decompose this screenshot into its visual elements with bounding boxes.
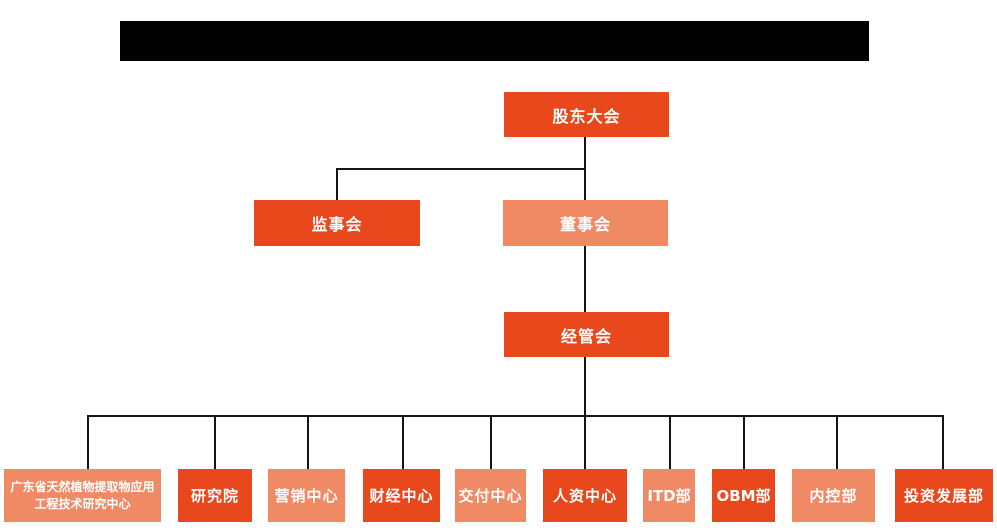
connector-dept-drop [836,415,838,469]
node-dept-investment-development: 投资发展部 [895,469,993,522]
connector-dept-drop [584,415,586,469]
node-management-committee: 经管会 [504,312,669,357]
connector-dept-drop [743,415,745,469]
node-label: 财经中心 [369,487,434,505]
node-dept-finance-center: 财经中心 [363,469,440,522]
node-label: 研究院 [190,487,239,505]
node-label: 营销中心 [274,487,339,505]
node-dept-research-center: 广东省天然植物提取物应用工程技术研究中心 [4,469,161,522]
node-dept-hr-center: 人资中心 [543,469,627,522]
node-dept-marketing-center: 营销中心 [268,469,345,522]
connector-dept-drop [490,415,492,469]
connector-level2-branch [336,168,586,170]
node-label: 交付中心 [458,487,523,505]
node-label: 董事会 [559,215,611,234]
node-label: 经管会 [560,326,612,346]
node-dept-itd: ITD部 [643,469,695,522]
node-label: ITD部 [647,487,691,505]
connector-management-rail [584,357,586,416]
connector-dept-drop [307,415,309,469]
connector-supervisors-drop [336,168,338,200]
connector-dept-drop [402,415,404,469]
node-label: OBM部 [716,487,771,505]
node-label: 投资发展部 [903,487,984,505]
connector-board-management [584,246,586,312]
connector-dept-drop [942,415,944,469]
node-label: 股东大会 [552,106,621,126]
node-dept-internal-control: 内控部 [792,469,875,522]
node-dept-research-institute: 研究院 [178,469,252,522]
node-label: 监事会 [311,215,363,234]
connector-dept-drop [87,415,89,469]
redacted-title-bar [120,21,869,61]
connector-dept-drop [214,415,216,469]
node-label: 内控部 [809,487,858,505]
node-dept-obm: OBM部 [712,469,775,522]
connector-dept-drop [669,415,671,469]
node-board-of-directors: 董事会 [503,200,668,246]
node-dept-delivery-center: 交付中心 [455,469,526,522]
connector-department-rail [87,415,944,417]
node-supervisory-board: 监事会 [254,200,420,246]
node-label: 人资中心 [552,487,617,505]
node-shareholders-meeting: 股东大会 [504,92,669,137]
node-label: 广东省天然植物提取物应用工程技术研究中心 [10,479,155,511]
